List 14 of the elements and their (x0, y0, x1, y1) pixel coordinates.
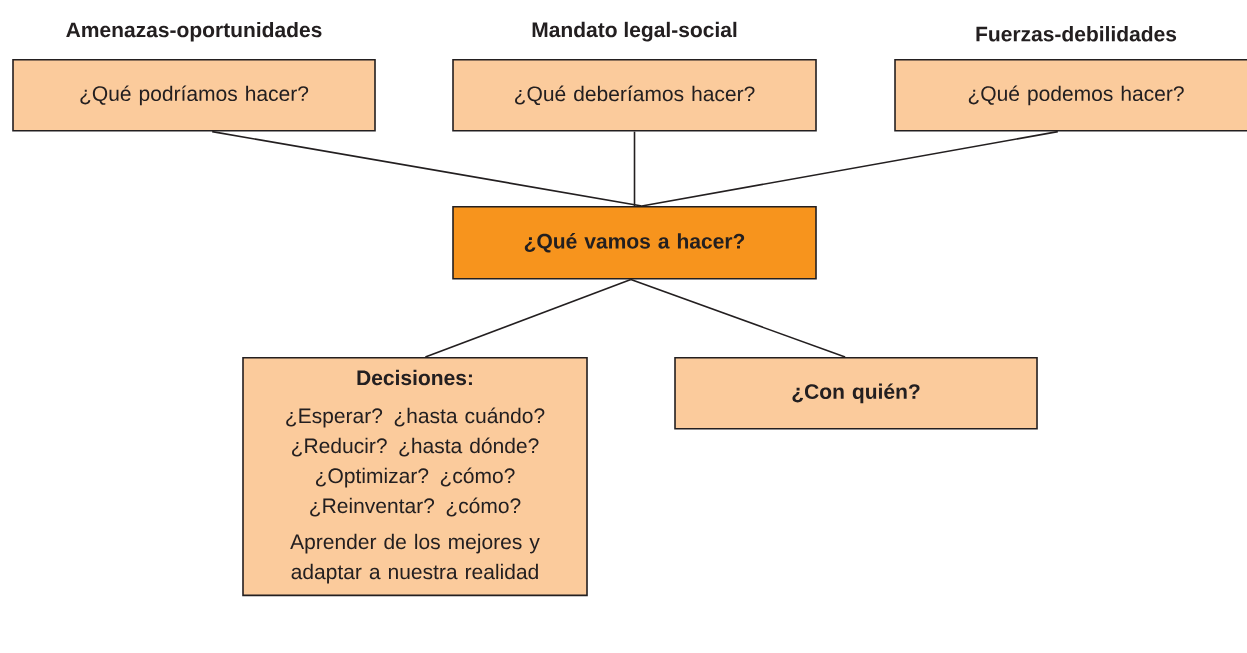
heading: Amenazas-oportunidades (66, 21, 322, 42)
connector-line (211, 130, 643, 207)
heading: Mandato legal-social (532, 21, 737, 42)
connector-line (630, 278, 846, 358)
process-box: Decisiones: ¿Esperar? ¿hasta cuándo? ¿Reducir? ¿hasta dónde? ¿Optimizar? ¿cómo? ¿Reinventar? ¿cómo? Aprender de los mejores y adaptar a nuestra realidad (242, 357, 588, 597)
heading: Fuerzas-debilidades (976, 26, 1177, 42)
process-box: ¿Qué podemos hacer? (894, 59, 1247, 132)
process-box: ¿Qué podríamos hacer? (12, 59, 376, 132)
connector-line (641, 130, 1059, 207)
process-box: ¿Qué vamos a hacer? (452, 206, 817, 280)
process-box: ¿Qué deberíamos hacer? (452, 59, 817, 132)
process-box: ¿Con quién? (674, 357, 1038, 430)
connector-line (424, 278, 632, 358)
connector-line (633, 130, 636, 207)
